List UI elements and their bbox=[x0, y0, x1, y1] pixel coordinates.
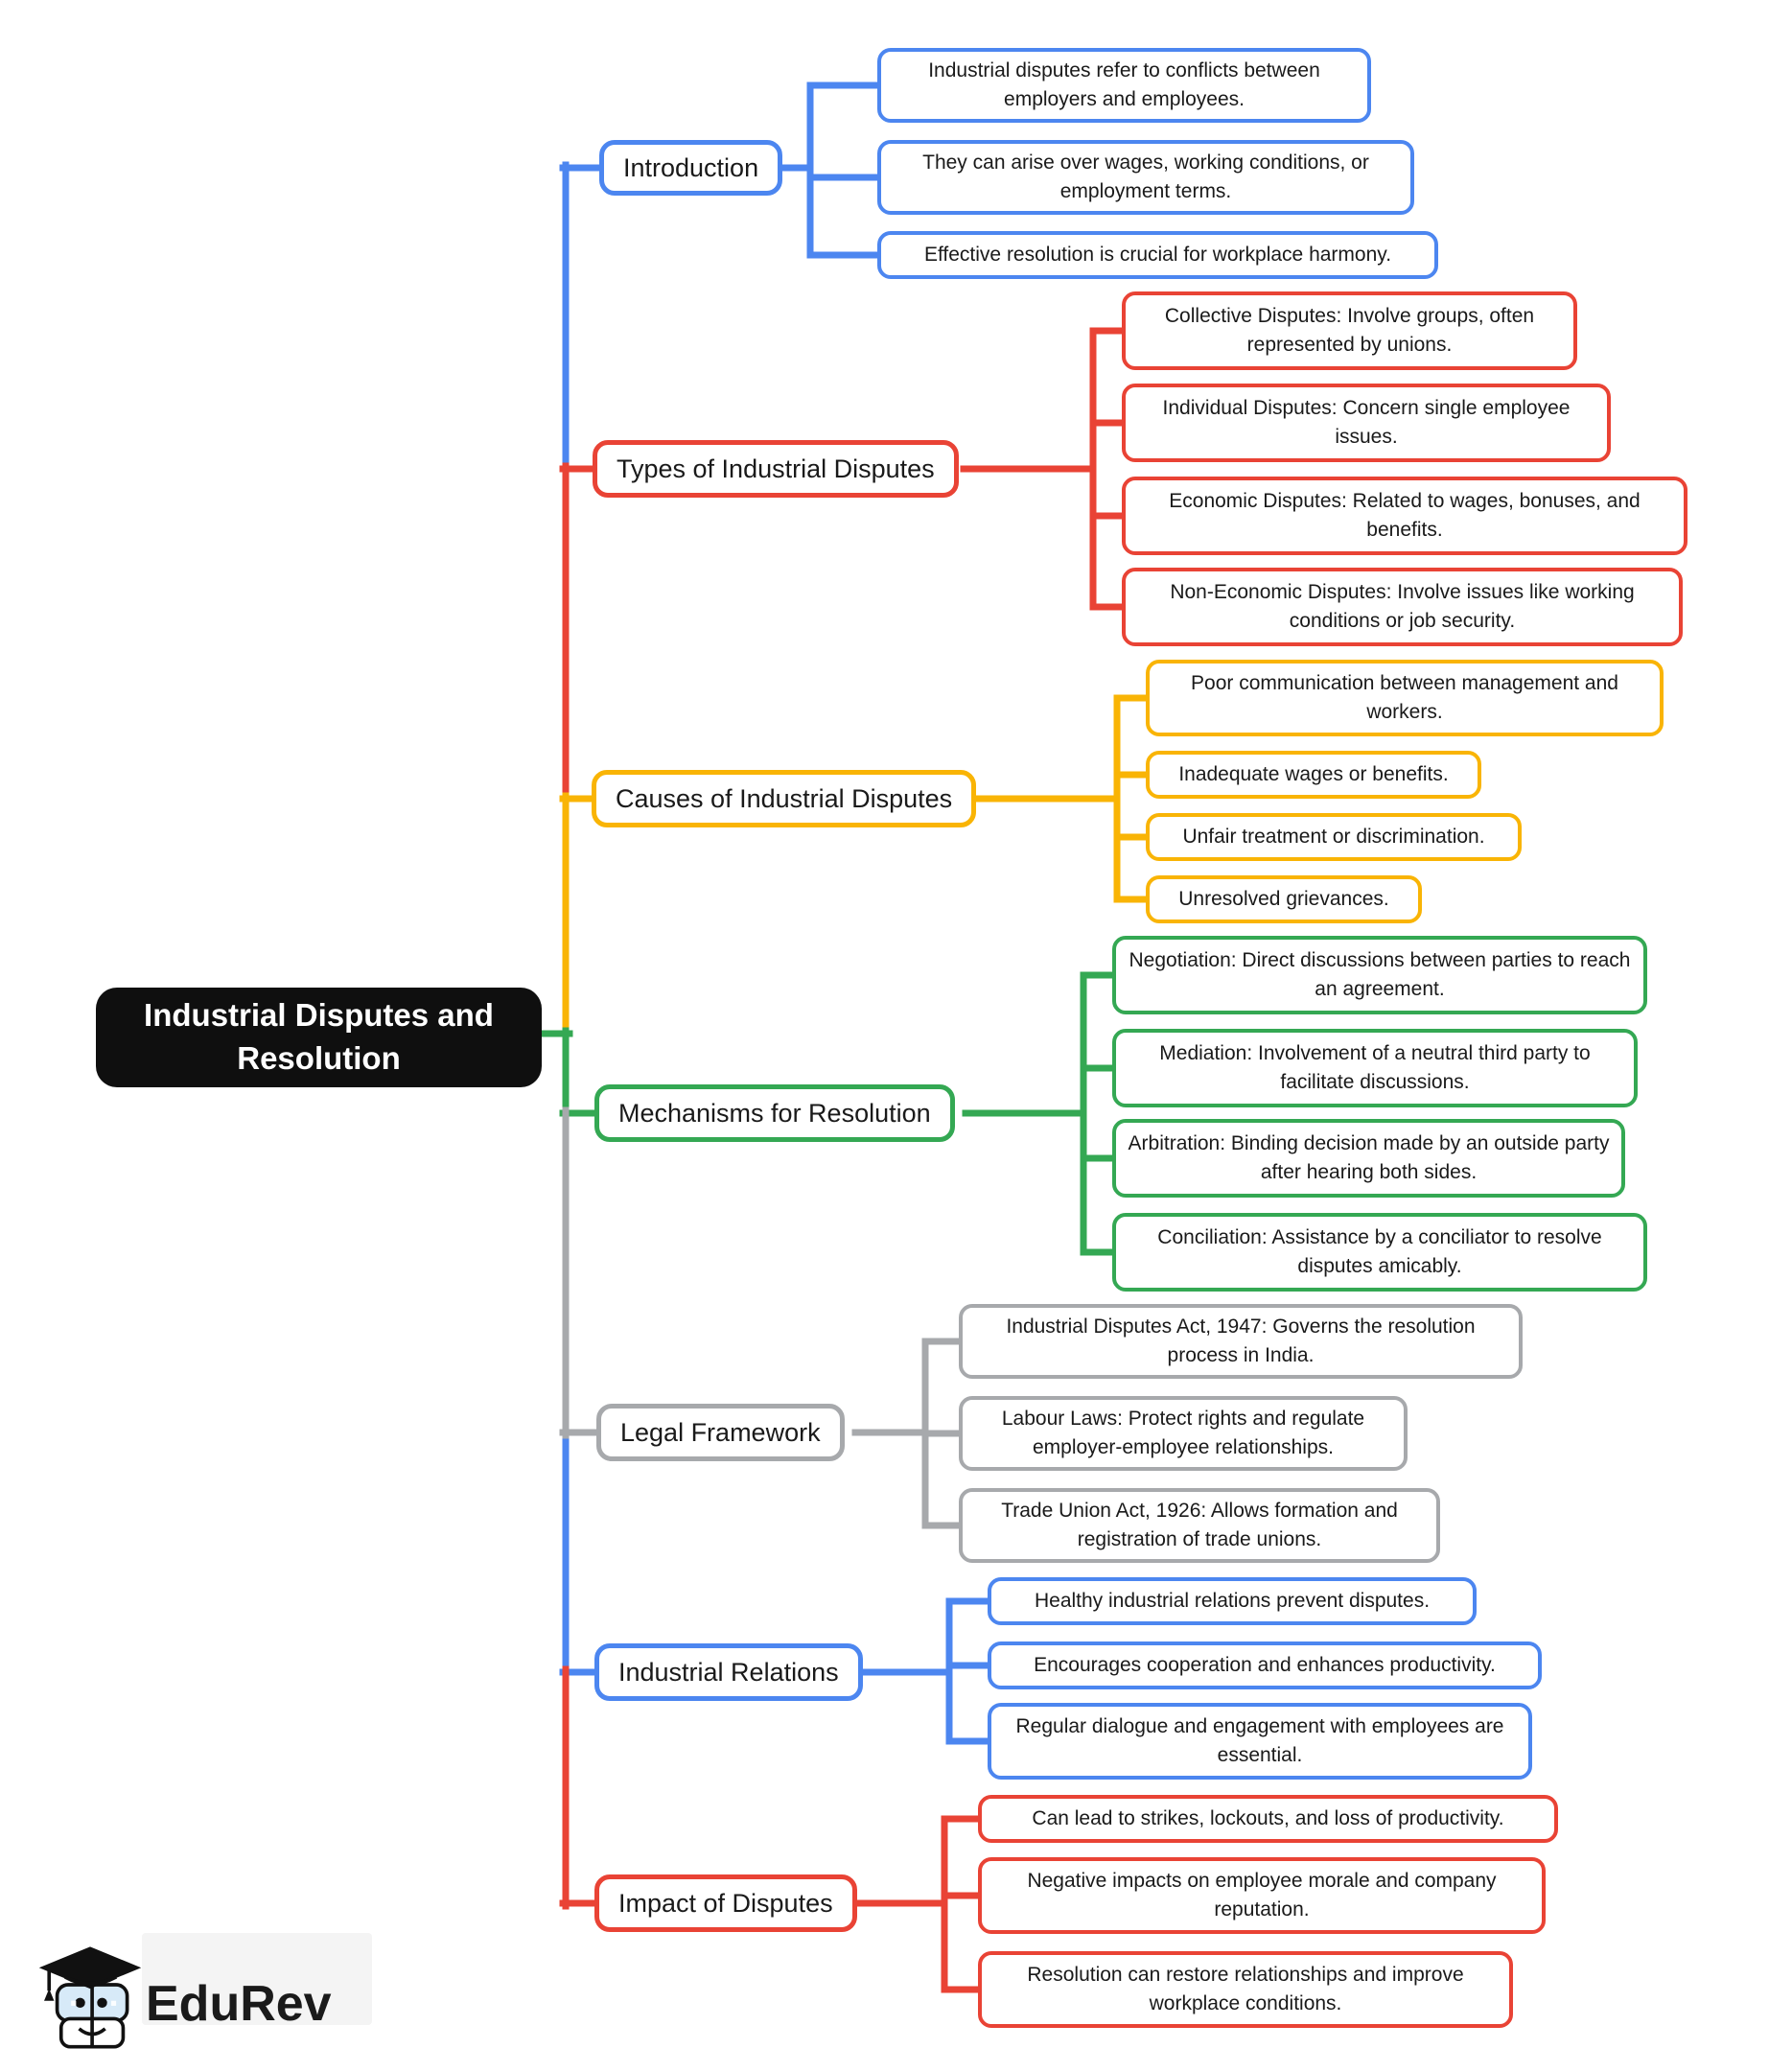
leaf-node: Resolution can restore relationships and… bbox=[978, 1951, 1513, 2028]
leaf-node: Arbitration: Binding decision made by an… bbox=[1112, 1119, 1625, 1198]
leaf-node: Labour Laws: Protect rights and regulate… bbox=[959, 1396, 1408, 1471]
leaf-node: Individual Disputes: Concern single empl… bbox=[1122, 384, 1611, 462]
leaf-node: Economic Disputes: Related to wages, bon… bbox=[1122, 477, 1687, 555]
branch-label-types: Types of Industrial Disputes bbox=[593, 440, 959, 498]
branch-label-impact: Impact of Disputes bbox=[594, 1874, 857, 1932]
blue-connectors bbox=[559, 81, 998, 1745]
leaf-node: Inadequate wages or benefits. bbox=[1146, 751, 1481, 799]
gray-connectors bbox=[559, 1106, 969, 1529]
branch-label-introduction: Introduction bbox=[599, 140, 783, 196]
logo-backdrop bbox=[142, 1933, 372, 2025]
root-node: Industrial Disputes and Resolution bbox=[96, 988, 542, 1087]
leaf-node: Healthy industrial relations prevent dis… bbox=[988, 1577, 1477, 1625]
leaf-node: Negative impacts on employee morale and … bbox=[978, 1857, 1546, 1934]
leaf-node: Unresolved grievances. bbox=[1146, 875, 1422, 923]
red-connectors bbox=[559, 327, 1132, 1993]
branch-label-causes: Causes of Industrial Disputes bbox=[592, 770, 977, 827]
leaf-node: Unfair treatment or discrimination. bbox=[1146, 813, 1522, 861]
brand-text: EduRev bbox=[146, 1976, 332, 2032]
edurev-graduation-cap-icon bbox=[38, 1946, 142, 2049]
yellow-connectors bbox=[559, 694, 1156, 1040]
leaf-node: Trade Union Act, 1926: Allows formation … bbox=[959, 1488, 1440, 1563]
leaf-node: They can arise over wages, working condi… bbox=[877, 140, 1414, 215]
branch-label-legal-framework: Legal Framework bbox=[596, 1404, 845, 1461]
leaf-node: Collective Disputes: Involve groups, oft… bbox=[1122, 291, 1577, 370]
leaf-node: Industrial Disputes Act, 1947: Governs t… bbox=[959, 1304, 1523, 1379]
leaf-node: Can lead to strikes, lockouts, and loss … bbox=[978, 1795, 1558, 1843]
leaf-node: Industrial disputes refer to conflicts b… bbox=[877, 48, 1371, 123]
leaf-node: Negotiation: Direct discussions between … bbox=[1112, 936, 1647, 1014]
green-connectors bbox=[531, 971, 1123, 1256]
leaf-node: Conciliation: Assistance by a conciliato… bbox=[1112, 1213, 1647, 1292]
branch-label-mechanisms: Mechanisms for Resolution bbox=[594, 1084, 955, 1142]
leaf-node: Encourages cooperation and enhances prod… bbox=[988, 1641, 1542, 1689]
leaf-node: Non-Economic Disputes: Involve issues li… bbox=[1122, 568, 1683, 646]
leaf-node: Regular dialogue and engagement with emp… bbox=[988, 1703, 1532, 1780]
leaf-node: Effective resolution is crucial for work… bbox=[877, 231, 1438, 279]
leaf-node: Mediation: Involvement of a neutral thir… bbox=[1112, 1029, 1638, 1107]
branch-label-industrial-relations: Industrial Relations bbox=[594, 1643, 863, 1701]
leaf-node: Poor communication between management an… bbox=[1146, 660, 1664, 736]
